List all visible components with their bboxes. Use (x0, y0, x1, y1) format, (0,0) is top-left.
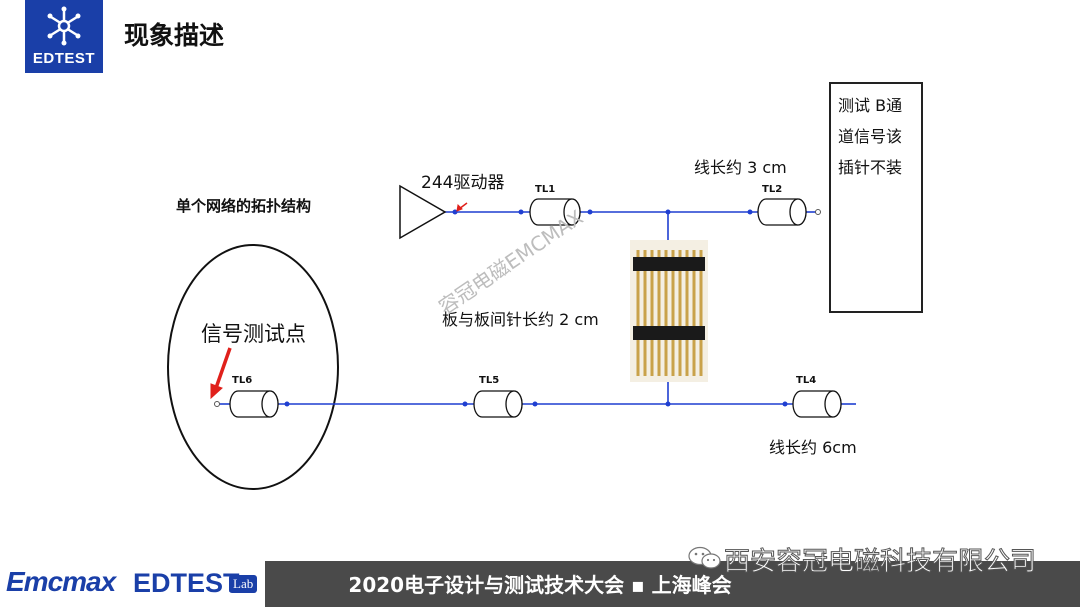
conference-title: 2020电子设计与测试技术大会 ▪ 上海峰会 (348, 573, 732, 597)
driver-buffer-icon (399, 184, 447, 240)
driver-label: 244驱动器 (421, 173, 505, 193)
tl1-line-icon (529, 198, 581, 226)
lab-badge: Lab (229, 575, 258, 593)
emcmax-logo: Emcmax (6, 566, 116, 597)
wire-length-top-label: 线长约 3 cm (694, 158, 787, 177)
tl4-label: TL4 (796, 375, 817, 386)
tl2-label: TL2 (762, 184, 783, 195)
tl5-label: TL5 (479, 375, 500, 386)
topology-label: 单个网络的拓扑结构 (176, 197, 312, 215)
logo-text: EDTEST (32, 50, 96, 67)
footer-logo-area (0, 561, 265, 607)
tl5-line-icon (473, 390, 523, 418)
board-pin-length-label: 板与板间针长约 2 cm (442, 310, 599, 329)
tl1-label: TL1 (535, 184, 556, 195)
edtest-logo: EDTEST (25, 0, 103, 73)
note-box: 测试 B通 道信号该 插针不装 (829, 82, 923, 313)
circuit-logo-icon (47, 6, 81, 46)
wechat-icon (688, 546, 721, 569)
edtest-footer-logo: EDTEST (133, 568, 240, 598)
test-area-ellipse (167, 244, 339, 490)
wire-length-bottom-label: 线长约 6cm (769, 438, 857, 457)
test-point-arrowhead (210, 383, 223, 400)
note-line: 插针不装 (838, 158, 903, 177)
tl2-line-icon (757, 198, 807, 226)
test-point-label: 信号测试点 (201, 322, 306, 346)
note-line: 测试 B通 (838, 96, 903, 115)
test-point-arrow-icon (214, 347, 232, 389)
tl6-label: TL6 (232, 375, 253, 386)
tl4-line-icon (792, 390, 842, 418)
tl6-line-icon (229, 390, 279, 418)
company-watermark: 西安容冠电磁科技有限公司 (723, 547, 1037, 578)
page-title: 现象描述 (124, 21, 225, 50)
note-line: 道信号该 (838, 127, 903, 146)
board-pin-connector-icon (630, 240, 708, 382)
topology-diagram (167, 184, 897, 490)
